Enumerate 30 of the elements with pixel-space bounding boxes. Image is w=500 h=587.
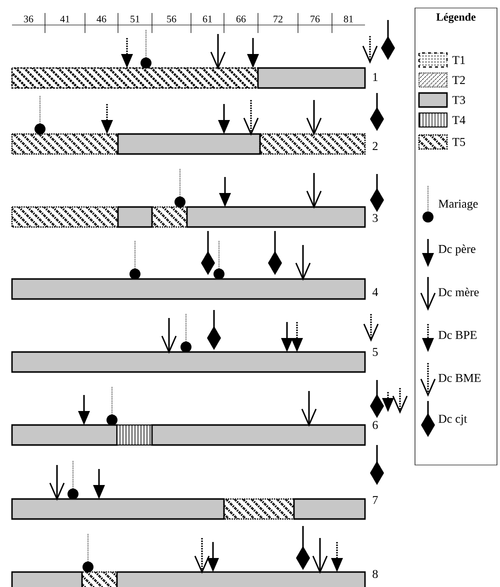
tick-label: 76 — [310, 16, 320, 22]
legend-label: T2 — [452, 76, 465, 84]
legend-label: Dc BPE — [438, 331, 477, 339]
tick-label: 81 — [344, 16, 353, 22]
legend-label: T3 — [452, 96, 466, 104]
legend-label: Dc cjt — [438, 414, 468, 426]
row-number: 6 — [372, 420, 378, 430]
tick-label: 51 — [130, 16, 140, 22]
tick-label: 36 — [24, 16, 34, 22]
tick-label: 41 — [60, 16, 70, 22]
row-number: 1 — [373, 73, 378, 81]
row-number: 5 — [372, 348, 378, 356]
tick-label: 66 — [236, 16, 246, 22]
row-number: 2 — [372, 142, 378, 150]
legend-title: Légende — [436, 12, 476, 24]
row-number: 3 — [372, 214, 378, 222]
tick-label: 46 — [96, 16, 106, 22]
legend-label: Dc mère — [438, 288, 479, 296]
legend-label: T4 — [452, 116, 466, 124]
row-number: 7 — [372, 496, 378, 504]
legend-label: T5 — [452, 138, 466, 146]
legend-label: Dc père — [438, 244, 476, 256]
row-number: 8 — [372, 570, 378, 578]
legend-label: T1 — [452, 56, 465, 64]
tick-label: 61 — [202, 16, 212, 22]
legend-label: Mariage — [438, 200, 478, 210]
tick-label: 56 — [167, 16, 176, 22]
row-number: 4 — [372, 288, 378, 296]
legend-label: Dc BME — [438, 374, 481, 382]
tick-label: 72 — [274, 16, 282, 22]
